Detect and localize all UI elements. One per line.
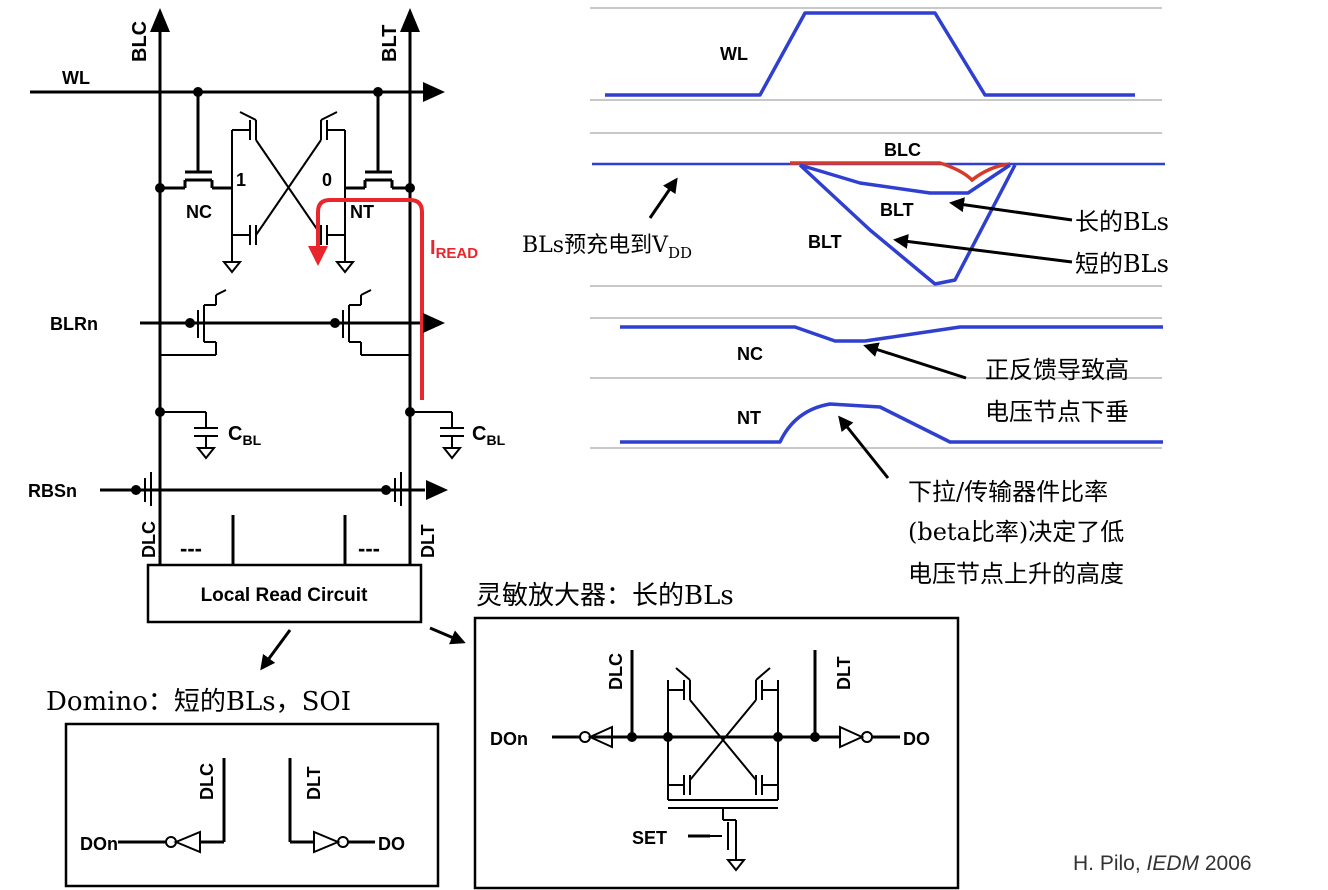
note-beta-line3: 电压节点上升的高度 — [908, 560, 1124, 588]
blc-arrowhead — [150, 8, 170, 32]
nt-label: NT — [350, 202, 374, 222]
sa-set-label: SET — [632, 828, 667, 848]
blt-short-waveform — [798, 163, 1017, 286]
sa-don-label: DOn — [490, 729, 528, 749]
note-long-bls: 长的BLs — [1075, 208, 1169, 236]
domino-do-label: DO — [378, 834, 405, 854]
dots-right: --- — [358, 536, 380, 561]
blt-label: BLT — [379, 25, 401, 62]
blt-long-label: BLT — [880, 200, 914, 220]
wl-wave-label: WL — [720, 44, 748, 64]
note-beta-line1: 下拉/传输器件比率 — [908, 478, 1108, 506]
nc-wave-label: NC — [737, 344, 763, 364]
local-read-circuit-label: Local Read Circuit — [201, 585, 368, 606]
domino-title: Domino：短的BLs，SOI — [46, 687, 351, 717]
senseamp-block: 灵敏放大器：长的BLs DLC DLT DOn DO — [473, 581, 960, 890]
sa-dlt-label: DLT — [834, 656, 854, 690]
blc-label: BLC — [129, 21, 151, 62]
nt-waveform — [620, 402, 1163, 444]
sa-dlc-label: DLC — [606, 653, 626, 690]
arrow-beta — [838, 415, 890, 479]
waveforms: WL BLC BLT BLT NC NT BLs预充电到VDD 长的BLs 短的… — [522, 7, 1169, 588]
senseamp-box — [473, 616, 960, 890]
note-feedback-line1: 正反馈导致高 — [985, 356, 1129, 384]
wl-label: WL — [62, 68, 90, 88]
note-feedback-line2: 电压节点下垂 — [985, 398, 1129, 426]
sram-circuit: BLC BLT WL NC NT — [28, 8, 506, 671]
iread-label: IREAD — [430, 237, 478, 262]
arrow-short-bls — [893, 234, 1073, 264]
note-precharge: BLs预充电到VDD — [522, 233, 692, 262]
arrow-to-domino — [260, 629, 292, 671]
blc-waveform — [790, 161, 1011, 183]
dlc-left-label: DLC — [139, 521, 159, 558]
sa-do-label: DO — [903, 729, 930, 749]
nc-waveform — [620, 325, 1163, 343]
cross-coupled-latch — [221, 111, 356, 274]
cbl-left-label: CBL — [228, 423, 262, 448]
blt-arrowhead — [400, 8, 420, 32]
note-short-bls: 短的BLs — [1075, 250, 1169, 278]
node-0-label: 0 — [322, 170, 332, 190]
domino-dlt-label: DLT — [304, 766, 324, 800]
domino-don-label: DOn — [80, 834, 118, 854]
wl-arrowhead — [423, 82, 445, 102]
iread-path — [308, 198, 424, 400]
senseamp-title: 灵敏放大器：长的BLs — [476, 581, 734, 611]
node-1-label: 1 — [236, 170, 246, 190]
blc-wave-label: BLC — [884, 140, 921, 160]
nc-label: NC — [186, 202, 212, 222]
local-read-circuit-box — [146, 563, 423, 624]
wl-waveform — [605, 11, 1135, 97]
domino-dlc-label: DLC — [197, 763, 217, 800]
domino-block: Domino：短的BLs，SOI DLC DOn DLT DO — [46, 687, 440, 888]
domino-box — [64, 722, 440, 888]
arrow-to-senseamp — [429, 626, 466, 645]
arrow-long-bls — [949, 197, 1073, 222]
rbsn-label: RBSn — [28, 481, 77, 501]
blt-short-label: BLT — [808, 232, 842, 252]
nt-wave-label: NT — [737, 408, 761, 428]
citation: H. Pilo, IEDM 2006 — [1073, 852, 1252, 875]
blt-long-waveform — [799, 163, 1011, 195]
dots-left: --- — [180, 536, 202, 561]
blrn-label: BLRn — [50, 314, 98, 334]
dlt-left-label: DLT — [418, 524, 438, 558]
arrow-precharge — [648, 177, 678, 219]
note-beta-line2: (beta比率)决定了低 — [908, 518, 1124, 546]
arrow-feedback — [863, 342, 967, 380]
cbl-right-label: CBL — [472, 423, 506, 448]
